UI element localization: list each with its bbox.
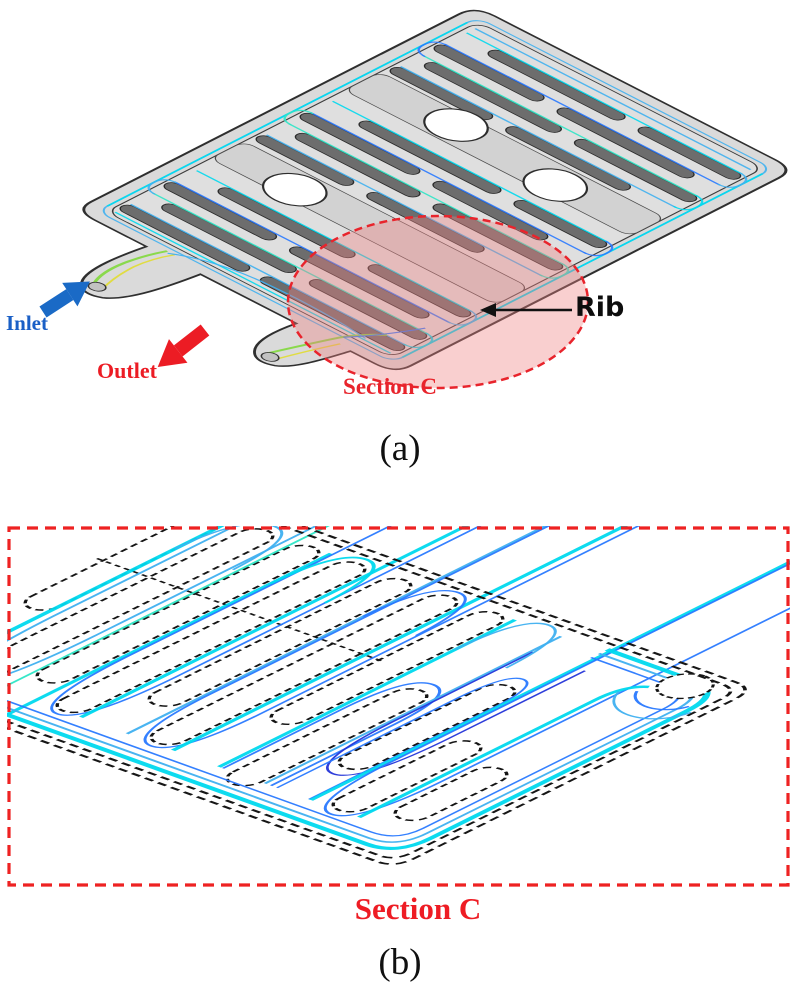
panel-b-caption: (b): [378, 942, 422, 983]
cold-plate-isometric-view: [39, 9, 788, 390]
rib-leader-arrow-icon: [480, 303, 572, 317]
bolt-hole: [423, 108, 489, 142]
section-c-label-b: Section C: [354, 891, 482, 926]
detail-channels: [7, 526, 790, 865]
section-c-label-a: Section C: [343, 374, 437, 399]
bolt-holes: [261, 108, 589, 207]
section-c-highlight-ellipse: [286, 214, 590, 390]
ports: [87, 281, 280, 362]
rib-label: Rib: [575, 292, 625, 323]
section-c-boundary: [7, 526, 790, 887]
inlet-port: [87, 281, 107, 292]
outlet-arrow-icon: [157, 324, 210, 367]
outlet-label: Outlet: [97, 358, 157, 383]
bolt-hole: [261, 172, 328, 207]
inlet-arrow-icon: [39, 281, 90, 318]
outlet-port: [260, 352, 280, 362]
inlet-label: Inlet: [6, 311, 48, 335]
cold-plate-body: [80, 9, 788, 370]
panel-a-caption: (a): [379, 428, 421, 469]
bolt-hole: [522, 168, 589, 202]
streamlines-layer: [92, 20, 768, 361]
channel-ribs-layer: [119, 44, 742, 352]
section-c-detail-view: [7, 526, 790, 887]
